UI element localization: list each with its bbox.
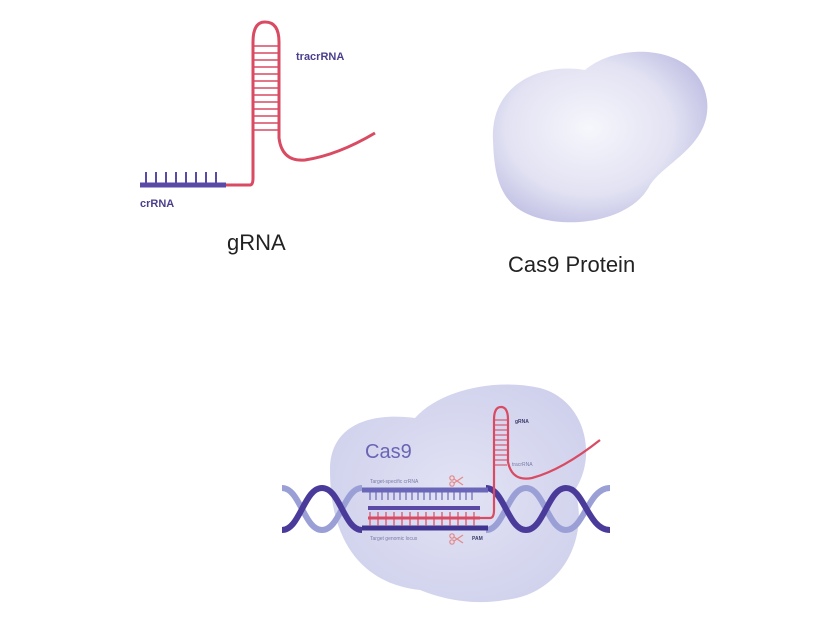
tracrrna-label: tracrRNA	[296, 51, 344, 63]
dna-strand-front	[281, 484, 611, 534]
cas9-protein-illustration: Cas9 Protein	[492, 51, 708, 277]
cas9-complex-body	[330, 384, 587, 603]
cas9-complex-label: Cas9	[365, 441, 412, 463]
crrna-label: crRNA	[140, 198, 174, 210]
cas9-complex-illustration: Cas9 gRNA tracrRNA Target-specific crRNA…	[281, 384, 611, 603]
scissors-icon	[449, 533, 464, 545]
tracrrna-strand	[226, 20, 376, 187]
pam-label: PAM	[472, 536, 483, 542]
grna-illustration: tracrRNA crRNA gRNA	[140, 20, 376, 255]
crrna-bases	[145, 172, 217, 185]
complex-grna-hairpin	[480, 405, 601, 520]
tracrrna-small-label: tracrRNA	[512, 462, 533, 468]
cas9-protein-caption: Cas9 Protein	[508, 252, 635, 277]
target-locus-label: Target genomic locus	[370, 536, 418, 542]
dna-top-bases	[369, 490, 473, 500]
target-crrna-label: Target-specific crRNA	[370, 479, 419, 485]
grna-caption: gRNA	[227, 230, 286, 255]
scissors-icon	[449, 475, 464, 487]
grna-small-label: gRNA	[515, 419, 529, 425]
dna-double-helix	[281, 484, 611, 534]
tracrrna-stem-rungs	[254, 45, 278, 131]
cas9-protein-blob	[492, 51, 708, 223]
complex-grna-rungs	[495, 419, 507, 466]
